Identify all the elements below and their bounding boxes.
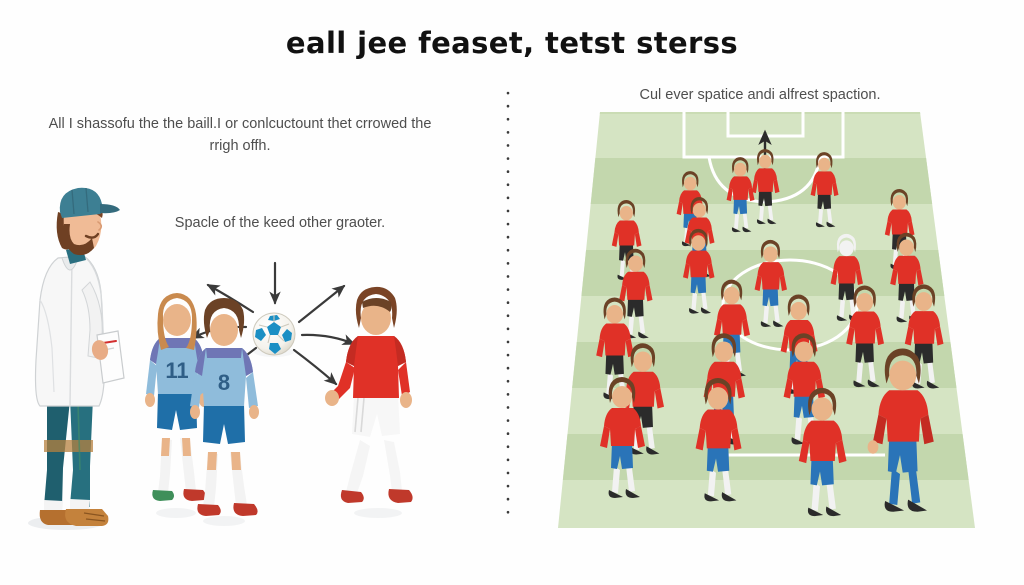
pitch-players	[596, 149, 944, 517]
svg-text:11: 11	[165, 358, 188, 383]
left-caption: Spacle of the keed other graoter.	[174, 215, 386, 231]
soccer-ball-icon	[252, 312, 296, 357]
player-figure-8: 8	[190, 298, 259, 526]
right-caption: Cul ever spatice andi alfrest spaction.	[639, 87, 881, 103]
player-figure-red	[325, 286, 413, 518]
page-title: eall jee feaset, tetst sterss	[285, 26, 739, 60]
football-pitch	[558, 112, 975, 528]
player-figure-11: 11	[145, 293, 209, 518]
left-paragraph: All I shassofu the the baill.I or conlcu…	[48, 116, 432, 155]
svg-text:8: 8	[218, 370, 230, 395]
coach-figure	[28, 187, 125, 530]
